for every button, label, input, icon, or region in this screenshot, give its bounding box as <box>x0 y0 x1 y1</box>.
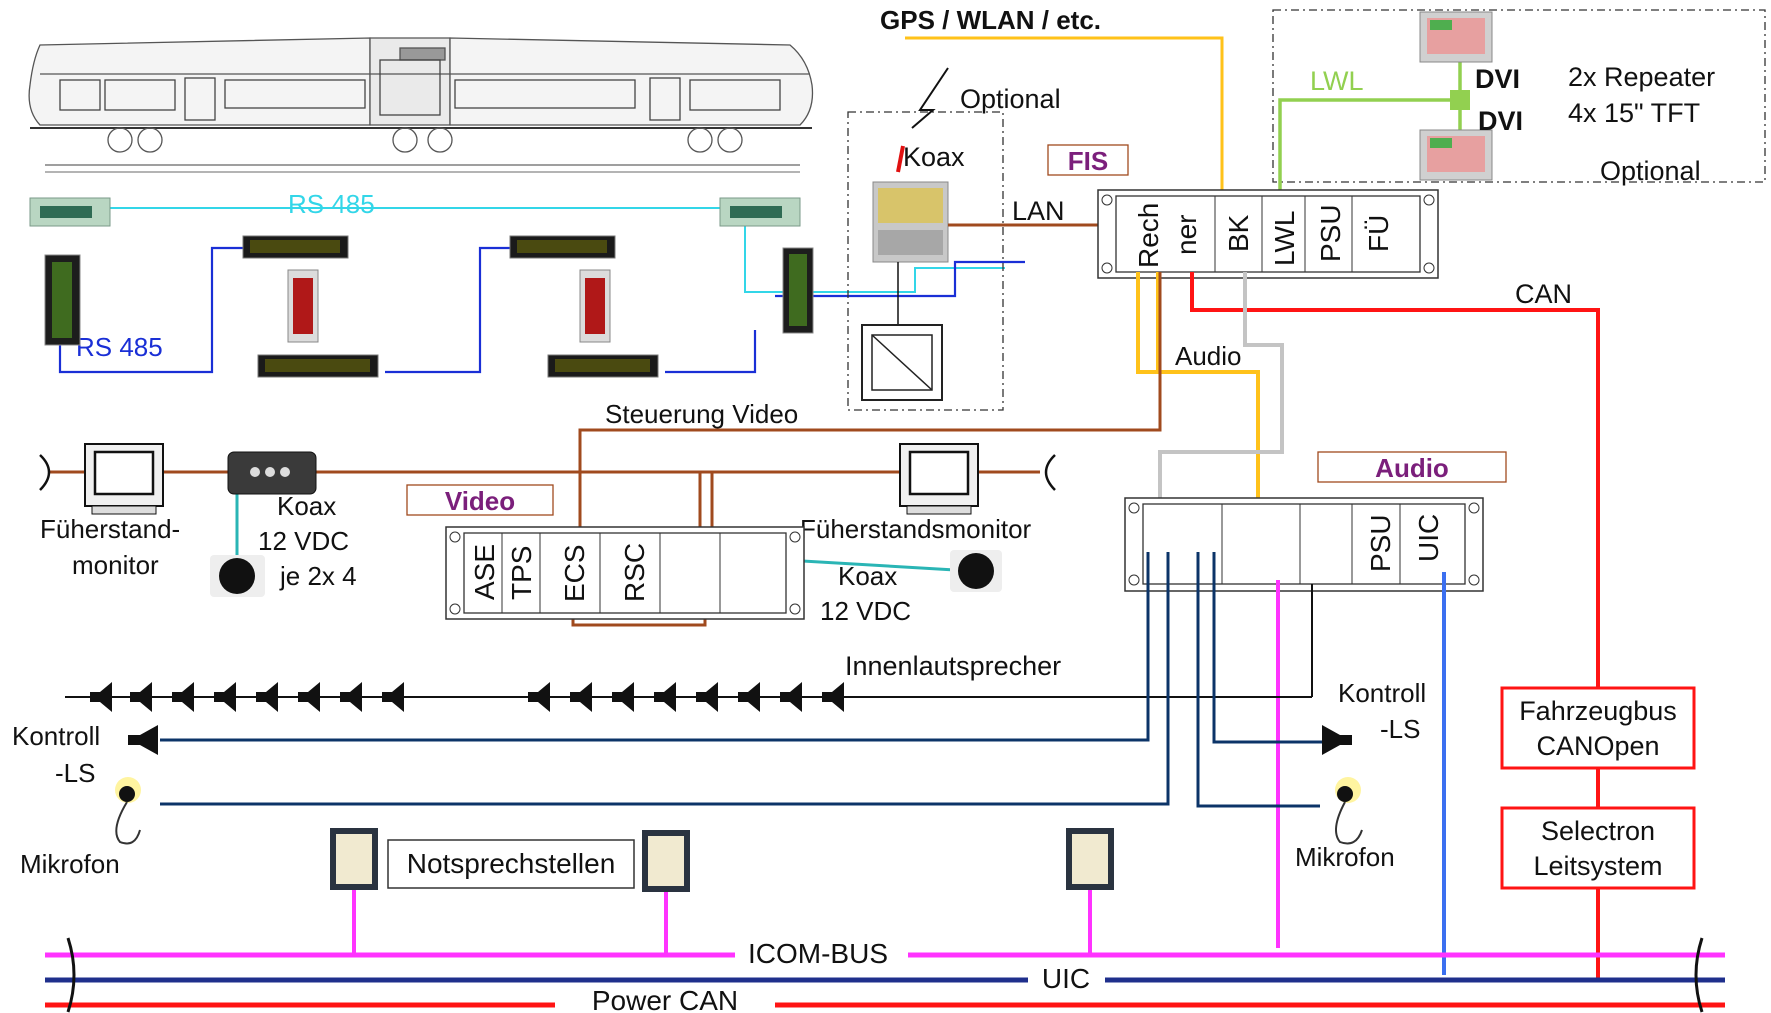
video-rack: ASE TPS ECS RSC <box>446 527 804 619</box>
audio-slot-psu: PSU <box>1365 514 1396 572</box>
repeater-label-1: 2x Repeater <box>1568 62 1715 92</box>
video-splitter-device <box>228 452 316 494</box>
fuehrerstand-label-2: monitor <box>72 550 159 580</box>
modem-device <box>873 182 948 262</box>
video-slot-ase: ASE <box>469 544 500 600</box>
train-drawing <box>29 38 812 172</box>
optional-top-label: Optional <box>960 84 1061 114</box>
je-label: je 2x 4 <box>279 561 357 591</box>
microphone-left-icon <box>115 777 141 844</box>
bus-end-right <box>1696 938 1702 1012</box>
notsprechstellen-label: Notsprechstellen <box>407 848 616 879</box>
fis-slot-ner: ner <box>1171 215 1202 255</box>
bus-end-left <box>68 938 74 1012</box>
repeater-label-2: 4x 15" TFT <box>1568 98 1700 128</box>
fuehrerstand-label-1: Füherstand- <box>40 514 180 544</box>
fis-title: FIS <box>1068 146 1108 176</box>
cab-monitor-right <box>900 444 978 514</box>
rs485-left-label: RS 485 <box>76 332 163 362</box>
video-slot-tps: TPS <box>506 546 537 600</box>
mikrofon-left-label: Mikrofon <box>20 849 120 879</box>
fis-slot-rech: Rech <box>1133 203 1164 268</box>
video-end-left <box>40 455 49 490</box>
kontroll-left-label-1: Kontroll <box>12 721 100 751</box>
video-title: Video <box>445 486 515 516</box>
tft-monitor-bottom <box>1420 130 1492 180</box>
audio-gray-line <box>1160 272 1282 498</box>
audio-slot-uic: UIC <box>1413 514 1444 562</box>
video-slot-ecs: ECS <box>559 544 590 602</box>
selectron-label-1: Selectron <box>1541 816 1655 846</box>
control-speaker-right-icon <box>1322 725 1352 755</box>
video-end-right <box>1046 455 1055 490</box>
kontroll-right-label-1: Kontroll <box>1338 678 1426 708</box>
microphone-right-icon <box>1335 777 1362 844</box>
camera-right-icon <box>950 550 1002 592</box>
optional-right-label: Optional <box>1600 156 1701 186</box>
fis-slot-bk: BK <box>1223 214 1254 252</box>
fuehrerstandsmonitor-label: Füherstandsmonitor <box>800 514 1032 544</box>
kontroll-right-label-2: -LS <box>1380 714 1420 744</box>
dvi-label-2: DVI <box>1478 106 1523 136</box>
innenlautsprecher-label: Innenlautsprecher <box>845 651 1061 681</box>
koax-top-label: Koax <box>903 142 965 172</box>
lwl-top-label: LWL <box>1310 66 1364 96</box>
uic-bus-label: UIC <box>1042 963 1090 994</box>
fahrzeugbus-label-1: Fahrzeugbus <box>1519 696 1677 726</box>
vdc-right-label: 12 VDC <box>820 596 911 626</box>
vdc-left-label: 12 VDC <box>258 526 349 556</box>
fis-slot-lwl: LWL <box>1269 211 1300 267</box>
audio-title: Audio <box>1375 453 1449 483</box>
kontroll-left-label-2: -LS <box>55 758 95 788</box>
gps-label: GPS / WLAN / etc. <box>880 5 1101 35</box>
intercom-links <box>354 890 1090 955</box>
selectron-label-2: Leitsystem <box>1533 851 1662 881</box>
video-slot-rsc: RSC <box>619 543 650 602</box>
fis-rack: Rech ner BK LWL PSU FÜ <box>1098 190 1438 278</box>
dvi-label-1: DVI <box>1475 64 1520 94</box>
rs485-top-label: RS 485 <box>288 189 375 219</box>
power-can-label: Power CAN <box>592 985 738 1013</box>
control-speaker-left-icon <box>128 725 158 755</box>
camera-left-icon <box>210 555 265 597</box>
lan-label: LAN <box>1012 196 1065 226</box>
icom-bus-label: ICOM-BUS <box>748 938 888 969</box>
koax-right-label: Koax <box>838 561 897 591</box>
fahrzeugbus-label-2: CANOpen <box>1536 731 1659 761</box>
audio-rack: PSU UIC <box>1125 498 1483 591</box>
tft-monitor-top <box>1420 12 1492 62</box>
fis-slot-psu: PSU <box>1315 204 1346 262</box>
fis-slot-fu: FÜ <box>1363 215 1394 252</box>
audio-line-label: Audio <box>1175 341 1242 371</box>
antenna-signal-icon <box>912 68 948 128</box>
koax-mid-label: Koax <box>277 491 336 521</box>
steuerung-video-label: Steuerung Video <box>605 399 798 429</box>
mikrofon-right-label: Mikrofon <box>1295 842 1395 872</box>
can-label: CAN <box>1515 279 1572 309</box>
cab-monitor-left <box>85 444 163 514</box>
